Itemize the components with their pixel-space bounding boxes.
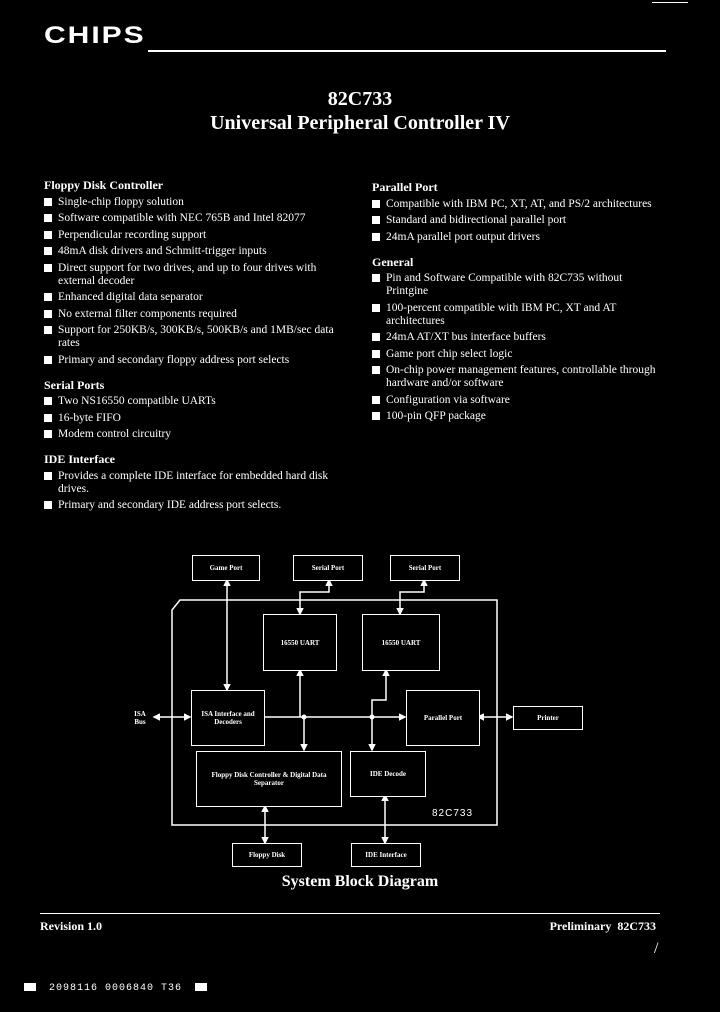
feature-item: Primary and secondary IDE address port s… (44, 499, 336, 512)
feature-item: Perpendicular recording support (44, 229, 336, 242)
feature-item: 24mA AT/XT bus interface buffers (372, 331, 660, 344)
corner-rule (652, 2, 688, 3)
feature-item: Software compatible with NEC 765B and In… (44, 212, 336, 225)
section-heading: IDE Interface (44, 452, 115, 466)
section-heading: General (372, 254, 414, 269)
header-rule (148, 50, 666, 52)
barcode-line: 2098116 0006840 T36 (18, 983, 213, 994)
slash-mark: / (654, 940, 659, 957)
feature-item: Standard and bidirectional parallel port (372, 214, 660, 227)
section-heading: Floppy Disk Controller (44, 178, 164, 192)
feature-item: Provides a complete IDE interface for em… (44, 470, 336, 496)
floppy-disk-box: Floppy Disk (232, 843, 302, 867)
feature-item: 100-percent compatible with IBM PC, XT a… (372, 302, 660, 328)
footer-rule (40, 913, 660, 914)
barcode-block-left (24, 983, 36, 992)
ide-interface-box: IDE Interface (351, 843, 421, 867)
feature-item: 24mA parallel port output drivers (372, 231, 660, 244)
feature-item: 100-pin QFP package (372, 410, 660, 423)
chip-label: 82C733 (432, 808, 474, 819)
part-number: 82C733 (327, 88, 393, 110)
section-heading: Parallel Port (372, 180, 438, 194)
serial-port-1-box: Serial Port (293, 555, 363, 581)
feature-list: Provides a complete IDE interface for em… (44, 470, 336, 513)
feature-list: Two NS16550 compatible UARTs 16-byte FIFO… (44, 395, 336, 441)
feature-item: Enhanced digital data separator (44, 291, 336, 304)
serial-port-2-box: Serial Port (390, 555, 460, 581)
barcode-text: 2098116 0006840 T36 (49, 983, 183, 994)
feature-item: Direct support for two drives, and up to… (44, 262, 336, 288)
feature-item: Primary and secondary floppy address por… (44, 354, 336, 367)
fdc-box: Floppy Disk Controller & Digital Data Se… (196, 751, 342, 807)
feature-item: Modem control circuitry (44, 428, 336, 441)
parallel-port-box: Parallel Port (406, 690, 480, 746)
feature-item: No external filter components required (44, 308, 336, 321)
printer-box: Printer (513, 706, 583, 730)
feature-item: 16-byte FIFO (44, 412, 336, 425)
game-port-box: Game Port (192, 555, 260, 581)
section-heading: Serial Ports (44, 377, 105, 392)
barcode-block-right (195, 983, 208, 992)
feature-item: On-chip power management features, contr… (372, 364, 660, 390)
feature-item: Game port chip select logic (372, 348, 660, 361)
diagram-caption: System Block Diagram (281, 873, 439, 890)
feature-item: 48mA disk drivers and Schmitt-trigger in… (44, 245, 336, 258)
isa-bus-label: ISA Bus (134, 710, 146, 726)
feature-item: Configuration via software (372, 394, 660, 407)
feature-item: Single-chip floppy solution (44, 196, 336, 209)
uart-2-box: 16550 UART (362, 614, 440, 671)
ide-decode-box: IDE Decode (350, 751, 426, 797)
page-title: Universal Peripheral Controller IV (210, 112, 510, 134)
feature-item: Pin and Software Compatible with 82C735 … (372, 272, 660, 298)
revision-label: Revision 1.0 (40, 919, 103, 933)
feature-item: Two NS16550 compatible UARTs (44, 395, 336, 408)
feature-item: Compatible with IBM PC, XT, AT, and PS/2… (372, 198, 660, 211)
feature-item: Support for 250KB/s, 300KB/s, 500KB/s an… (44, 324, 336, 350)
feature-list: Pin and Software Compatible with 82C735 … (372, 272, 660, 423)
preliminary-label: Preliminary 82C733 (549, 919, 656, 933)
feature-list: Compatible with IBM PC, XT, AT, and PS/2… (372, 198, 660, 244)
isa-interface-box: ISA Interface and Decoders (191, 690, 265, 746)
chips-logo: CHIPS (44, 22, 146, 49)
uart-1-box: 16550 UART (263, 614, 337, 671)
